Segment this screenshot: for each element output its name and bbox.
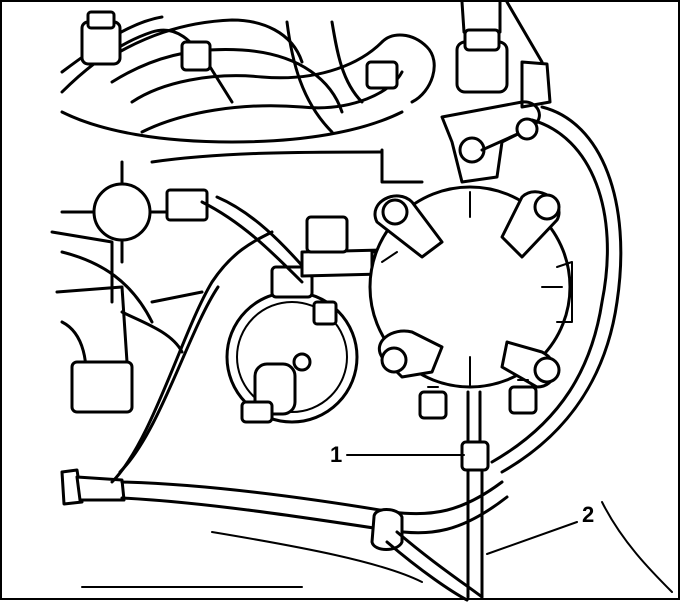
callout-2: 2 — [582, 502, 595, 527]
bottom-hoses — [60, 230, 673, 602]
top-bolts — [80, 2, 544, 94]
fuel-filter-housing — [50, 160, 209, 324]
mounting-bracket — [440, 60, 552, 184]
throttle-cable — [490, 105, 623, 474]
engine-block-left — [55, 285, 204, 414]
injector-pipes — [60, 15, 436, 164]
leader-line-2 — [486, 521, 578, 555]
leader-lines — [346, 454, 578, 555]
callout-1: 1 — [330, 442, 343, 467]
distributor — [368, 185, 573, 420]
vacuum-unit — [225, 265, 359, 424]
